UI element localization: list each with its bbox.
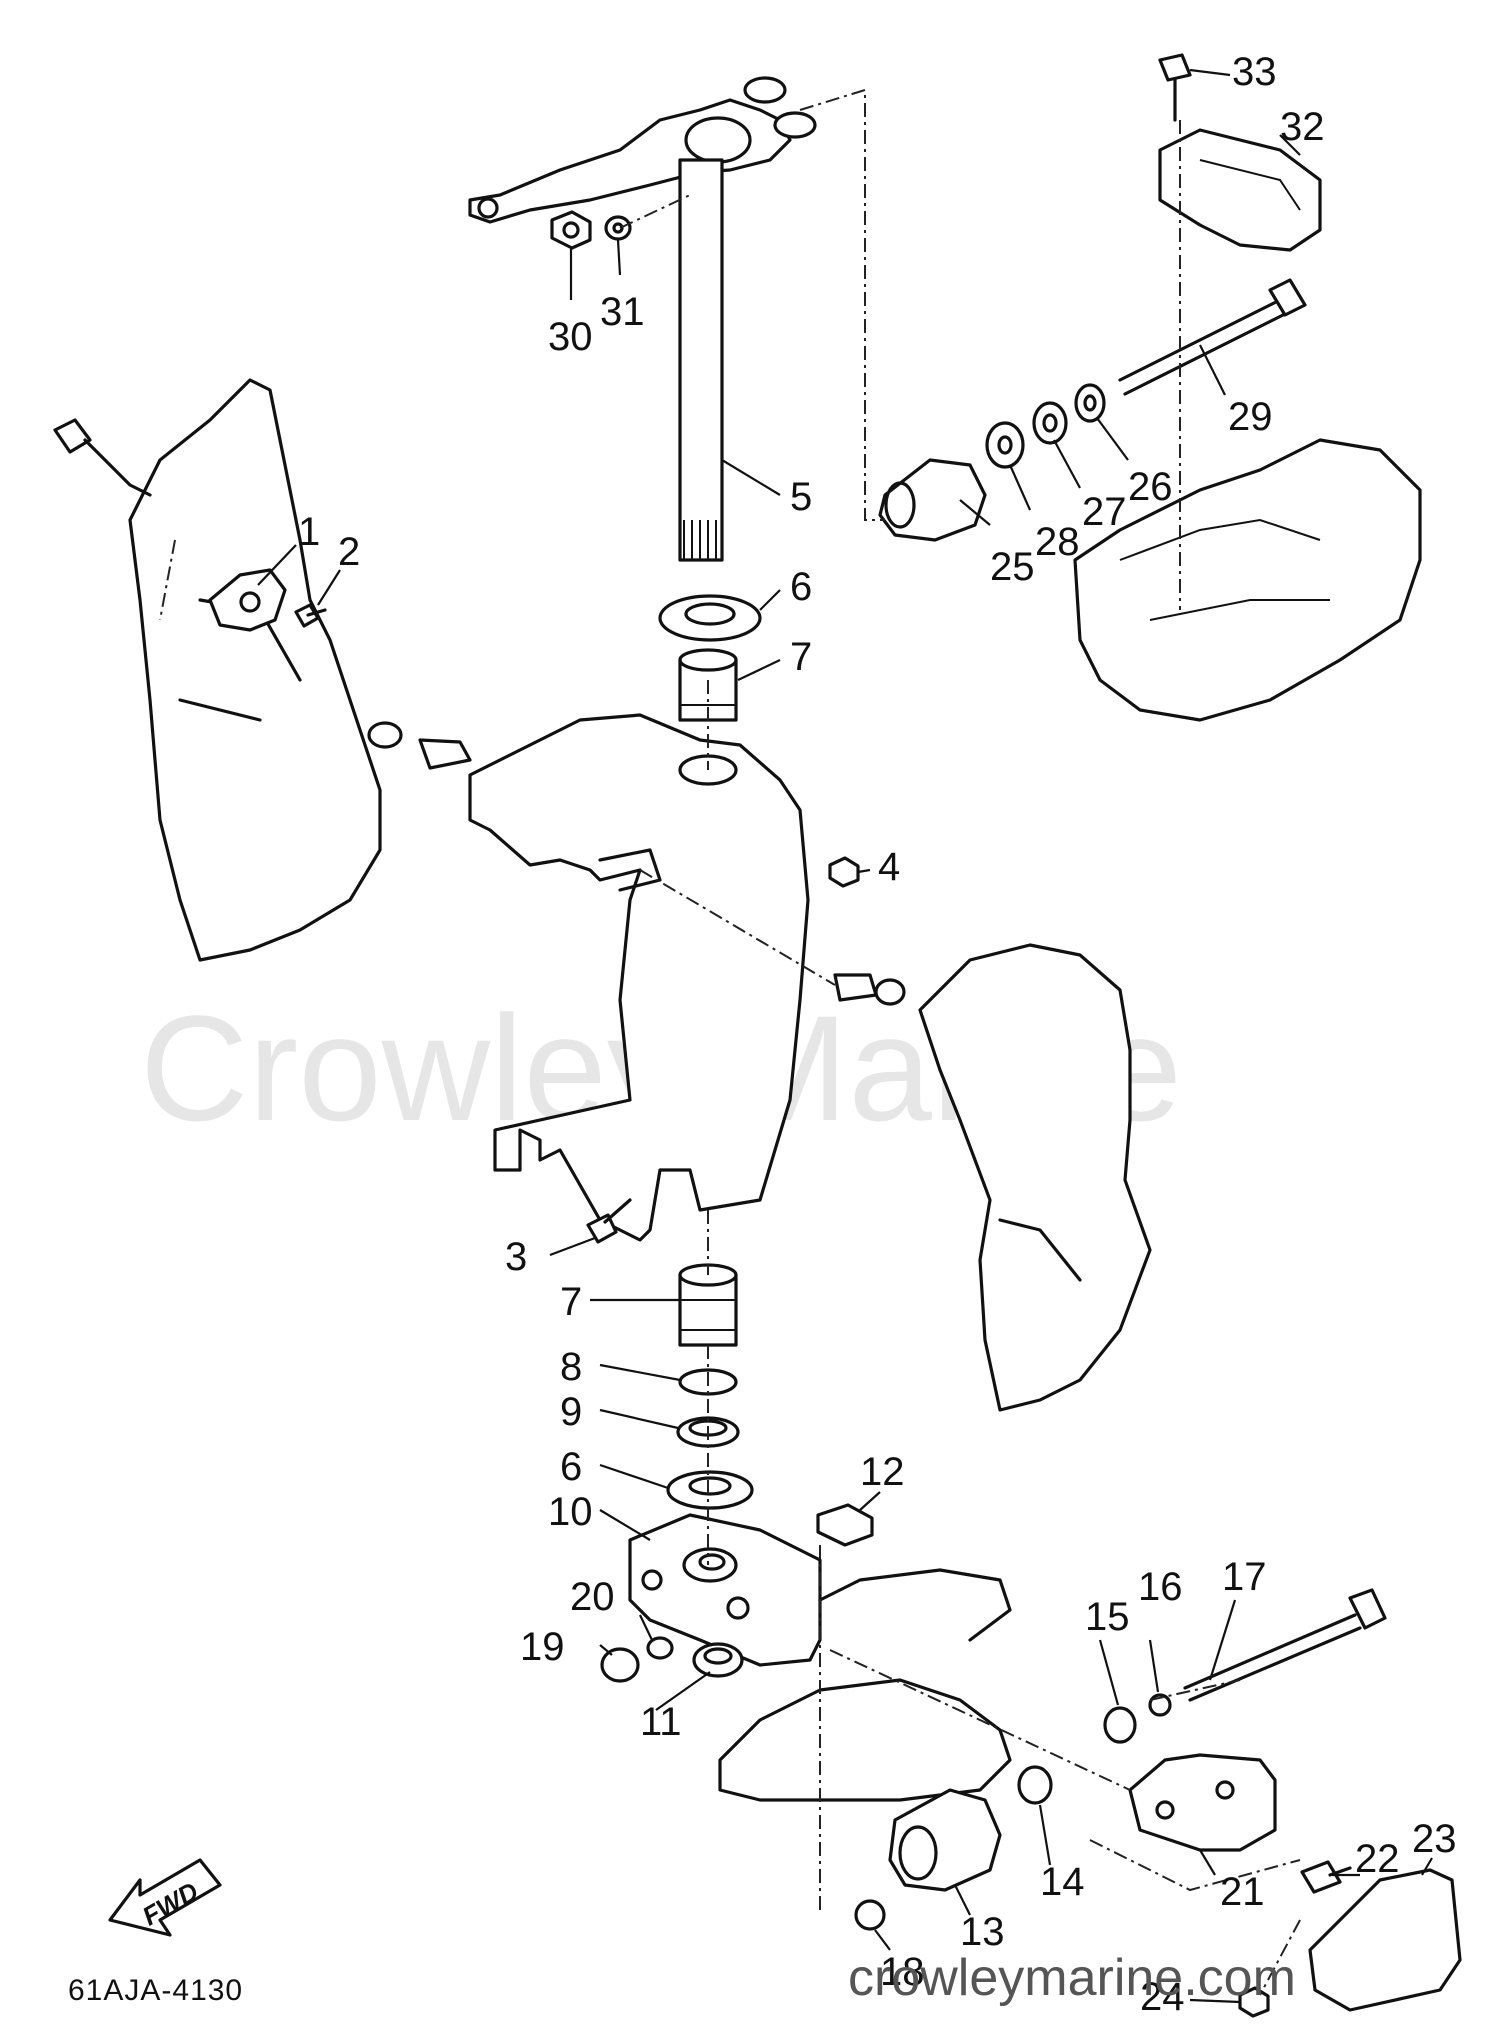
upper-mount-bracket <box>1073 438 1422 722</box>
pin-left <box>418 738 472 770</box>
clamp-bracket-right <box>918 943 1152 1412</box>
washer-14 <box>1017 1765 1053 1805</box>
cover-23 <box>1308 1868 1462 2012</box>
callouts: 1 2 3 4 5 6 7 6 7 8 9 10 11 12 13 14 15 … <box>298 50 1457 2019</box>
callout-32: 32 <box>1280 105 1325 149</box>
callout-28: 28 <box>1035 520 1080 564</box>
steering-shaft <box>678 158 724 562</box>
washer-18 <box>854 1899 886 1931</box>
fwd-arrow-icon: FWD <box>108 1858 222 1937</box>
callout-18: 18 <box>880 1950 925 1994</box>
callout-27: 27 <box>1082 490 1127 534</box>
clamp-bracket-left <box>128 378 382 962</box>
callout-17: 17 <box>1222 1555 1267 1599</box>
callout-31: 31 <box>600 290 645 334</box>
callout-2: 2 <box>338 530 360 574</box>
rubber-mount-25 <box>878 458 987 542</box>
bolt-33 <box>1158 53 1192 122</box>
callout-7-lower: 7 <box>560 1280 582 1324</box>
lower-mount-housing-10 <box>628 1513 822 1667</box>
nut-30 <box>550 210 592 250</box>
pin-right <box>833 973 878 1002</box>
trim-sensor-1 <box>208 568 287 632</box>
callout-25: 25 <box>990 545 1035 589</box>
washer-16 <box>1148 1693 1172 1717</box>
callout-8: 8 <box>560 1345 582 1389</box>
washer-31 <box>604 215 632 241</box>
callout-9: 9 <box>560 1390 582 1434</box>
callout-21: 21 <box>1220 1870 1265 1914</box>
alignment-lines <box>159 88 1301 1996</box>
callout-20: 20 <box>570 1575 615 1619</box>
cap-19 <box>600 1647 640 1683</box>
callout-6: 6 <box>790 565 812 609</box>
callout-15: 15 <box>1085 1595 1130 1639</box>
washer-left <box>367 721 403 749</box>
callout-33: 33 <box>1232 50 1277 94</box>
callout-1: 1 <box>298 510 320 554</box>
callout-12: 12 <box>860 1450 905 1494</box>
callout-6-lower: 6 <box>560 1445 582 1489</box>
fwd-label: FWD <box>137 1876 203 1932</box>
callout-22: 22 <box>1355 1837 1400 1881</box>
bushing-7-lower <box>678 1263 738 1347</box>
washer-right <box>874 978 906 1006</box>
callout-5: 5 <box>790 475 812 519</box>
swivel-bracket <box>468 713 810 1242</box>
washer-20 <box>646 1636 674 1660</box>
rubber-mount-13 <box>888 1788 1002 1892</box>
sensor-cable <box>53 418 152 497</box>
bolt-29 <box>1118 278 1307 396</box>
washer-26 <box>1074 383 1106 423</box>
washer-27 <box>1032 401 1068 445</box>
washer-28 <box>985 421 1025 469</box>
nut-12 <box>816 1503 874 1547</box>
callout-29: 29 <box>1228 395 1273 439</box>
callout-19: 19 <box>520 1625 565 1669</box>
callout-4: 4 <box>878 845 900 889</box>
leader-lines <box>257 68 1433 2004</box>
callout-7: 7 <box>790 635 812 679</box>
site-watermark: crowleymarine.com <box>848 1949 1296 2007</box>
callout-14: 14 <box>1040 1860 1085 1904</box>
callout-10: 10 <box>548 1490 593 1534</box>
callout-23: 23 <box>1412 1817 1457 1861</box>
screw-2 <box>294 603 327 628</box>
nut-4 <box>828 856 860 888</box>
callout-3: 3 <box>505 1235 527 1279</box>
callout-13: 13 <box>960 1910 1005 1954</box>
bracket-21 <box>1128 1753 1277 1852</box>
steering-arm <box>468 76 817 224</box>
callout-24: 24 <box>1140 1975 1185 2019</box>
diagram-code: 61AJA-4130 <box>68 1974 243 2007</box>
callout-11: 11 <box>640 1700 682 1744</box>
washer-6-lower <box>666 1470 754 1510</box>
bolt-3 <box>586 1198 632 1244</box>
washer-15 <box>1103 1706 1137 1744</box>
callout-26: 26 <box>1128 465 1173 509</box>
callout-16: 16 <box>1138 1565 1183 1609</box>
bolt-17 <box>1183 1588 1387 1702</box>
washer-6-upper <box>658 594 762 642</box>
callout-30: 30 <box>548 315 593 359</box>
bolt-22 <box>1300 1860 1352 1894</box>
